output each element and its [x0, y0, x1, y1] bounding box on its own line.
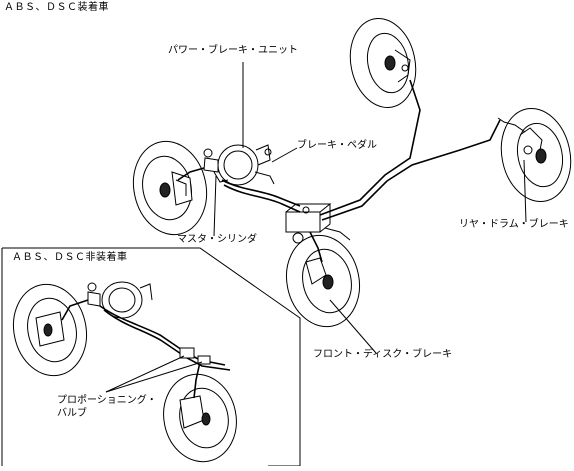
label-brake-pedal: ブレーキ・ペダル: [297, 140, 377, 151]
label-front-disc-brake: フロント・ディスク・ブレーキ: [313, 349, 453, 360]
inset-power-brake-unit: [87, 281, 153, 319]
master-cylinder-body: [213, 171, 229, 183]
label-rear-drum-brake: リヤ・ドラム・ブレーキ: [459, 219, 569, 230]
leader-lines: [213, 62, 527, 354]
inset-brake-lines: [61, 299, 231, 399]
rear-right-wheel: [349, 17, 417, 109]
label-master-cylinder: マスタ・シリンダ: [177, 234, 257, 245]
brake-lines: [177, 79, 526, 263]
inset-proportioning-valve: [105, 347, 211, 393]
title-with-abs-dsc: ＡＢＳ、ＤＳＣ装着車: [4, 2, 109, 13]
inset-front-right-wheel: [163, 373, 237, 463]
label-proportioning-valve-line1: プロポーショニング・: [57, 395, 157, 406]
label-proportioning-valve-line2: バルブ: [57, 408, 87, 419]
power-brake-unit: [203, 144, 275, 186]
inset-front-left-wheel: [13, 283, 87, 377]
front-right-wheel: [286, 234, 360, 328]
rear-left-wheel: [500, 107, 572, 203]
title-without-abs-dsc: ＡＢＳ、ＤＳＣ非装着車: [12, 252, 128, 263]
front-left-wheel: [132, 140, 208, 236]
abs-hydraulic-unit: [285, 203, 332, 244]
label-power-brake-unit: パワー・ブレーキ・ユニット: [168, 45, 298, 56]
